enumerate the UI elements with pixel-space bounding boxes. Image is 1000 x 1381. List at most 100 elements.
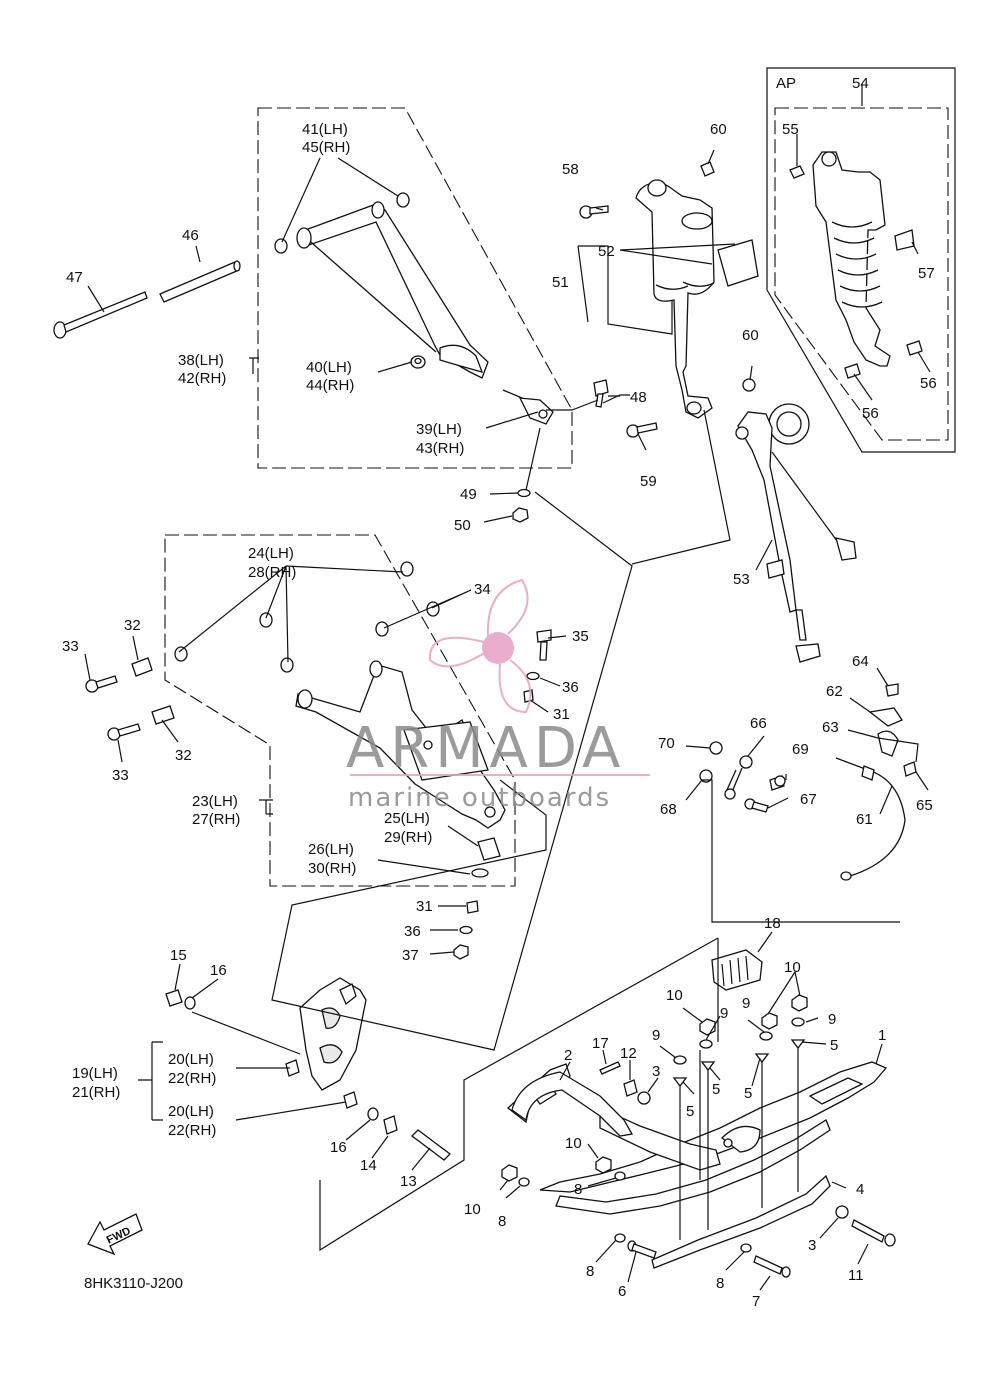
callout-37: 37: [402, 947, 419, 964]
long-bolt: [53, 291, 148, 339]
washer-36-lower: [459, 925, 473, 935]
collar-31-upper: [523, 689, 534, 703]
washers-9: [673, 1017, 805, 1065]
callout-34: 34: [474, 581, 491, 598]
callout-29: 29(RH): [384, 829, 432, 846]
callout-58: 58: [562, 161, 579, 178]
callout-8-left: 8: [498, 1213, 506, 1230]
callout-16-upper: 16: [210, 962, 227, 979]
callout-49: 49: [460, 486, 477, 503]
callout-47: 47: [66, 269, 83, 286]
callout-38: 38(LH): [178, 352, 224, 369]
callout-67: 67: [800, 791, 817, 808]
washers-8: [518, 1171, 752, 1253]
callout-6: 6: [618, 1283, 626, 1300]
washer-16-lower: [367, 1107, 379, 1121]
callout-43: 43(RH): [416, 440, 464, 457]
handle-2: [511, 1071, 634, 1137]
callout-15: 15: [170, 947, 187, 964]
callout-36-lower: 36: [404, 923, 421, 940]
shaft-13: [411, 1129, 451, 1161]
link-rod-66: [724, 755, 753, 800]
callout-62: 62: [826, 683, 843, 700]
propeller-icon: [428, 578, 532, 714]
callout-9-a: 9: [720, 1005, 728, 1022]
callout-5-left: 5: [686, 1103, 694, 1120]
collar-32-lower: [151, 705, 175, 725]
shock-clip: [717, 239, 759, 287]
pivot-shaft: [159, 260, 241, 303]
clamp-63: [877, 730, 899, 757]
callout-48: 48: [630, 389, 647, 406]
callout-26: 26(LH): [308, 841, 354, 858]
bolt-33-lower: [107, 723, 141, 741]
bumper-18: [711, 949, 763, 991]
collar-60-lower: [742, 378, 756, 392]
callout-28: 28(RH): [248, 564, 296, 581]
washer-36-upper: [526, 671, 540, 681]
callout-68: 68: [660, 801, 677, 818]
upper-arm-group-box: [257, 107, 573, 469]
pin-17: [599, 1061, 621, 1075]
ap-shock-inner-box: [774, 107, 949, 441]
callout-7: 7: [752, 1293, 760, 1310]
callout-1: 1: [878, 1027, 886, 1044]
watermark-sub: marine outboards: [348, 783, 611, 813]
callout-4: 4: [856, 1181, 864, 1198]
bolt-58: [579, 205, 609, 219]
callout-30: 30(RH): [308, 860, 356, 877]
bolt-67: [744, 798, 769, 813]
collar-3-lower: [835, 1205, 849, 1219]
watermark-brand: ARMADA: [346, 716, 626, 781]
callout-66: 66: [750, 715, 767, 732]
callout-8-lower: 8: [586, 1263, 594, 1280]
callout-61: 61: [856, 811, 873, 828]
screw-64: [885, 683, 899, 697]
bracket-62: [868, 707, 903, 727]
bolt-11: [851, 1219, 896, 1247]
upper-arm-bushings: [274, 192, 410, 254]
collar-12: [623, 1079, 638, 1097]
ap-bushing-56-left: [844, 363, 861, 379]
callout-52: 52: [598, 243, 615, 260]
callout-69: 69: [792, 741, 809, 758]
callout-3-lower: 3: [808, 1237, 816, 1254]
bolt-7: [753, 1255, 791, 1278]
collar-31-lower: [466, 900, 479, 914]
callout-31-upper: 31: [553, 706, 570, 723]
callout-27: 27(RH): [192, 811, 240, 828]
callout-70: 70: [658, 735, 675, 752]
collar-3-upper: [637, 1091, 651, 1105]
nut-40: [410, 355, 426, 369]
callout-11: 11: [848, 1267, 864, 1284]
callout-9-c: 9: [828, 1011, 836, 1028]
callout-42: 42(RH): [178, 370, 226, 387]
callout-16-lower: 16: [330, 1139, 347, 1156]
bolt-48: [593, 379, 609, 408]
ap-bushing-56-right: [906, 340, 923, 356]
callout-3-upper: 3: [652, 1063, 660, 1080]
callout-19: 19(LH): [72, 1065, 118, 1082]
callout-54: 54: [852, 75, 869, 92]
callout-32-upper: 32: [124, 617, 141, 634]
shock-absorber: [635, 179, 715, 419]
bolt-33-upper: [85, 675, 118, 693]
callout-10-topmid: 10: [666, 987, 683, 1004]
callout-53: 53: [733, 571, 750, 588]
bolt-35: [536, 629, 552, 661]
callout-59: 59: [640, 473, 657, 490]
callout-22-lower: 22(RH): [168, 1122, 216, 1139]
callout-56-right: 56: [920, 375, 937, 392]
nut-37: [453, 944, 469, 960]
callout-55: 55: [782, 121, 799, 138]
ap-bushing-55: [789, 165, 805, 179]
callout-23: 23(LH): [192, 793, 238, 810]
spindle: [299, 977, 367, 1091]
ball-joint: [502, 389, 554, 425]
screw-65: [903, 761, 917, 777]
callout-39: 39(LH): [416, 421, 462, 438]
callout-60-top: 60: [710, 121, 727, 138]
bushing-15: [165, 989, 183, 1007]
callout-18: 18: [764, 915, 781, 932]
